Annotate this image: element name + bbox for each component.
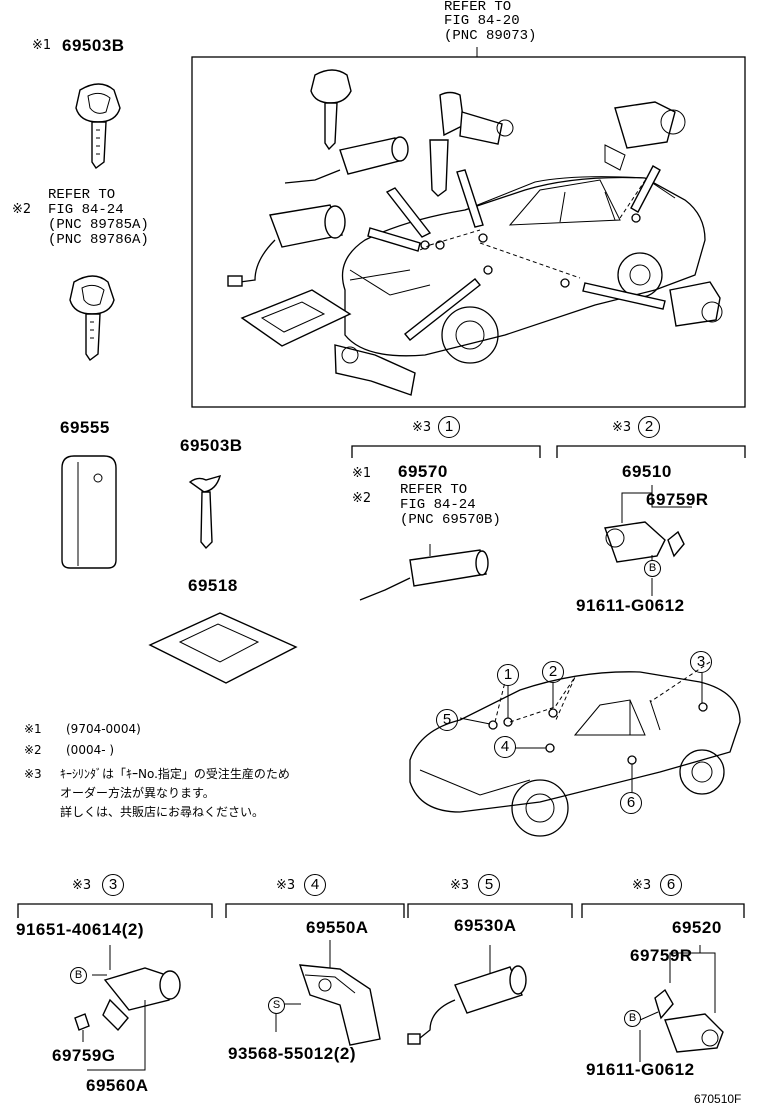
bracket-6 [581, 903, 745, 918]
callout-b-2: B [644, 560, 661, 577]
bracket-5 [407, 903, 573, 918]
callout-4-header: 4 [304, 874, 326, 896]
part-number-lock-4: 69550A [306, 918, 369, 937]
left-ref-line1: REFER TO [48, 187, 116, 203]
note-3-mark: ※3 [24, 767, 42, 781]
mark-3-group-5: ※3 [450, 878, 470, 893]
leaders-6 [669, 945, 716, 1013]
part-number-lock-3: 69560A [86, 1076, 149, 1095]
part-number-spring-3: 69759G [52, 1046, 116, 1065]
note-3-line3: 詳しくは、共販店にお尋ねください。 [60, 805, 265, 819]
part-number-spring-6: 69759R [630, 946, 693, 965]
callout-6-header: 6 [660, 874, 682, 896]
frame-lock-c [669, 281, 723, 327]
cylinder-1 [359, 544, 489, 601]
left-ref-line3: (PNC 89785A) [48, 217, 149, 233]
part-number-case: 69555 [60, 418, 110, 437]
key-icon-mid [69, 275, 115, 362]
part-number-key-mid: 69503B [180, 436, 243, 455]
top-ref-line1: REFER TO [444, 0, 512, 15]
part-number-screw-3: 91651-40614(2) [16, 920, 144, 939]
frame-cylinder [284, 136, 409, 184]
note-2-mark: ※2 [24, 743, 42, 757]
bracket-1 [351, 445, 541, 458]
leaders-4 [275, 940, 331, 1032]
mark-3-group-4: ※3 [276, 878, 296, 893]
car-drawing-bottom [409, 661, 741, 837]
callout-s-4: S [268, 997, 285, 1014]
part-number-bolt-6: 91611-G0612 [586, 1060, 695, 1079]
callout-6: 6 [620, 792, 642, 814]
part-number-spring-2: 69759R [646, 490, 709, 509]
leaders-b6 [639, 1011, 659, 1062]
callout-3: 3 [690, 651, 712, 673]
part-number-lock-6: 69520 [672, 918, 722, 937]
callout-2: 2 [542, 661, 564, 683]
mark-3-group-3: ※3 [72, 878, 92, 893]
key-icon-top [75, 83, 121, 170]
part-number-lock-2: 69510 [622, 462, 672, 481]
part-number-cylinder-5: 69530A [454, 916, 517, 935]
lock-4 [298, 964, 381, 1046]
note-1-mark: ※1 [24, 722, 42, 736]
mark-3-group-6: ※3 [632, 878, 652, 893]
frame-latch [334, 344, 416, 396]
part-number-bolt-2: 91611-G0612 [576, 596, 685, 615]
frame-lock-a [429, 91, 514, 197]
frame-lock-b [604, 101, 686, 171]
frame-key [310, 69, 352, 151]
part-number-cylinder-1: 69570 [398, 462, 448, 481]
note-3-line2: オーダー方法が異なります。 [60, 786, 215, 800]
callout-b-3: B [70, 967, 87, 984]
car-drawing-top [341, 165, 706, 364]
callout-2-header: 2 [638, 416, 660, 438]
callout-3-header: 3 [102, 874, 124, 896]
callout-1-header: 1 [438, 416, 460, 438]
callout-5-header: 5 [478, 874, 500, 896]
overview-frame [191, 56, 746, 408]
lock-2 [604, 521, 685, 563]
mark-2-cyl: ※2 [352, 491, 372, 506]
mark-1-key-top: ※1 [32, 38, 52, 53]
ref-1-line2: FIG 84-24 [400, 497, 476, 513]
left-ref-line2: FIG 84-24 [48, 202, 124, 218]
note-3-line1: ｷｰｼﾘﾝﾀﾞは「ｷｰNo.指定」の受注生産のため [60, 767, 290, 781]
part-number-key-top: 69503B [62, 36, 125, 55]
leaders-3 [82, 974, 146, 1071]
figure-code: 670510F [694, 1092, 742, 1106]
bracket-4 [225, 903, 405, 918]
bracket-2 [556, 445, 746, 458]
frame-motor [227, 204, 346, 287]
mark-1-cyl: ※1 [352, 466, 372, 481]
top-ref-line3: (PNC 89073) [444, 28, 537, 44]
part-number-mat: 69518 [188, 576, 238, 595]
top-ref-line2: FIG 84-20 [444, 13, 520, 29]
mark-3-group-2: ※3 [612, 420, 632, 435]
callout-4: 4 [494, 736, 516, 758]
callout-b-6: B [624, 1010, 641, 1027]
leader-2 [621, 485, 692, 523]
note-2-text: (0004- ) [66, 743, 115, 757]
callout-1: 1 [497, 664, 519, 686]
key-blank [188, 474, 222, 550]
mark-2-left-ref: ※2 [12, 202, 32, 217]
frame-mat [240, 289, 352, 347]
part-number-screw-4: 93568-55012(2) [228, 1044, 356, 1063]
lock-6 [654, 988, 724, 1053]
ref-1-line3: (PNC 69570B) [400, 512, 501, 528]
cylinder-5 [407, 965, 527, 1045]
mat-part [148, 612, 298, 684]
lock-3 [74, 967, 181, 1032]
left-ref-line4: (PNC 89786A) [48, 232, 149, 248]
note-1-text: (9704-0004) [66, 722, 141, 736]
callout-5: 5 [436, 709, 458, 731]
bracket-3 [17, 903, 213, 918]
mark-3-group-1: ※3 [412, 420, 432, 435]
key-case [61, 455, 117, 569]
ref-1-line1: REFER TO [400, 482, 468, 498]
